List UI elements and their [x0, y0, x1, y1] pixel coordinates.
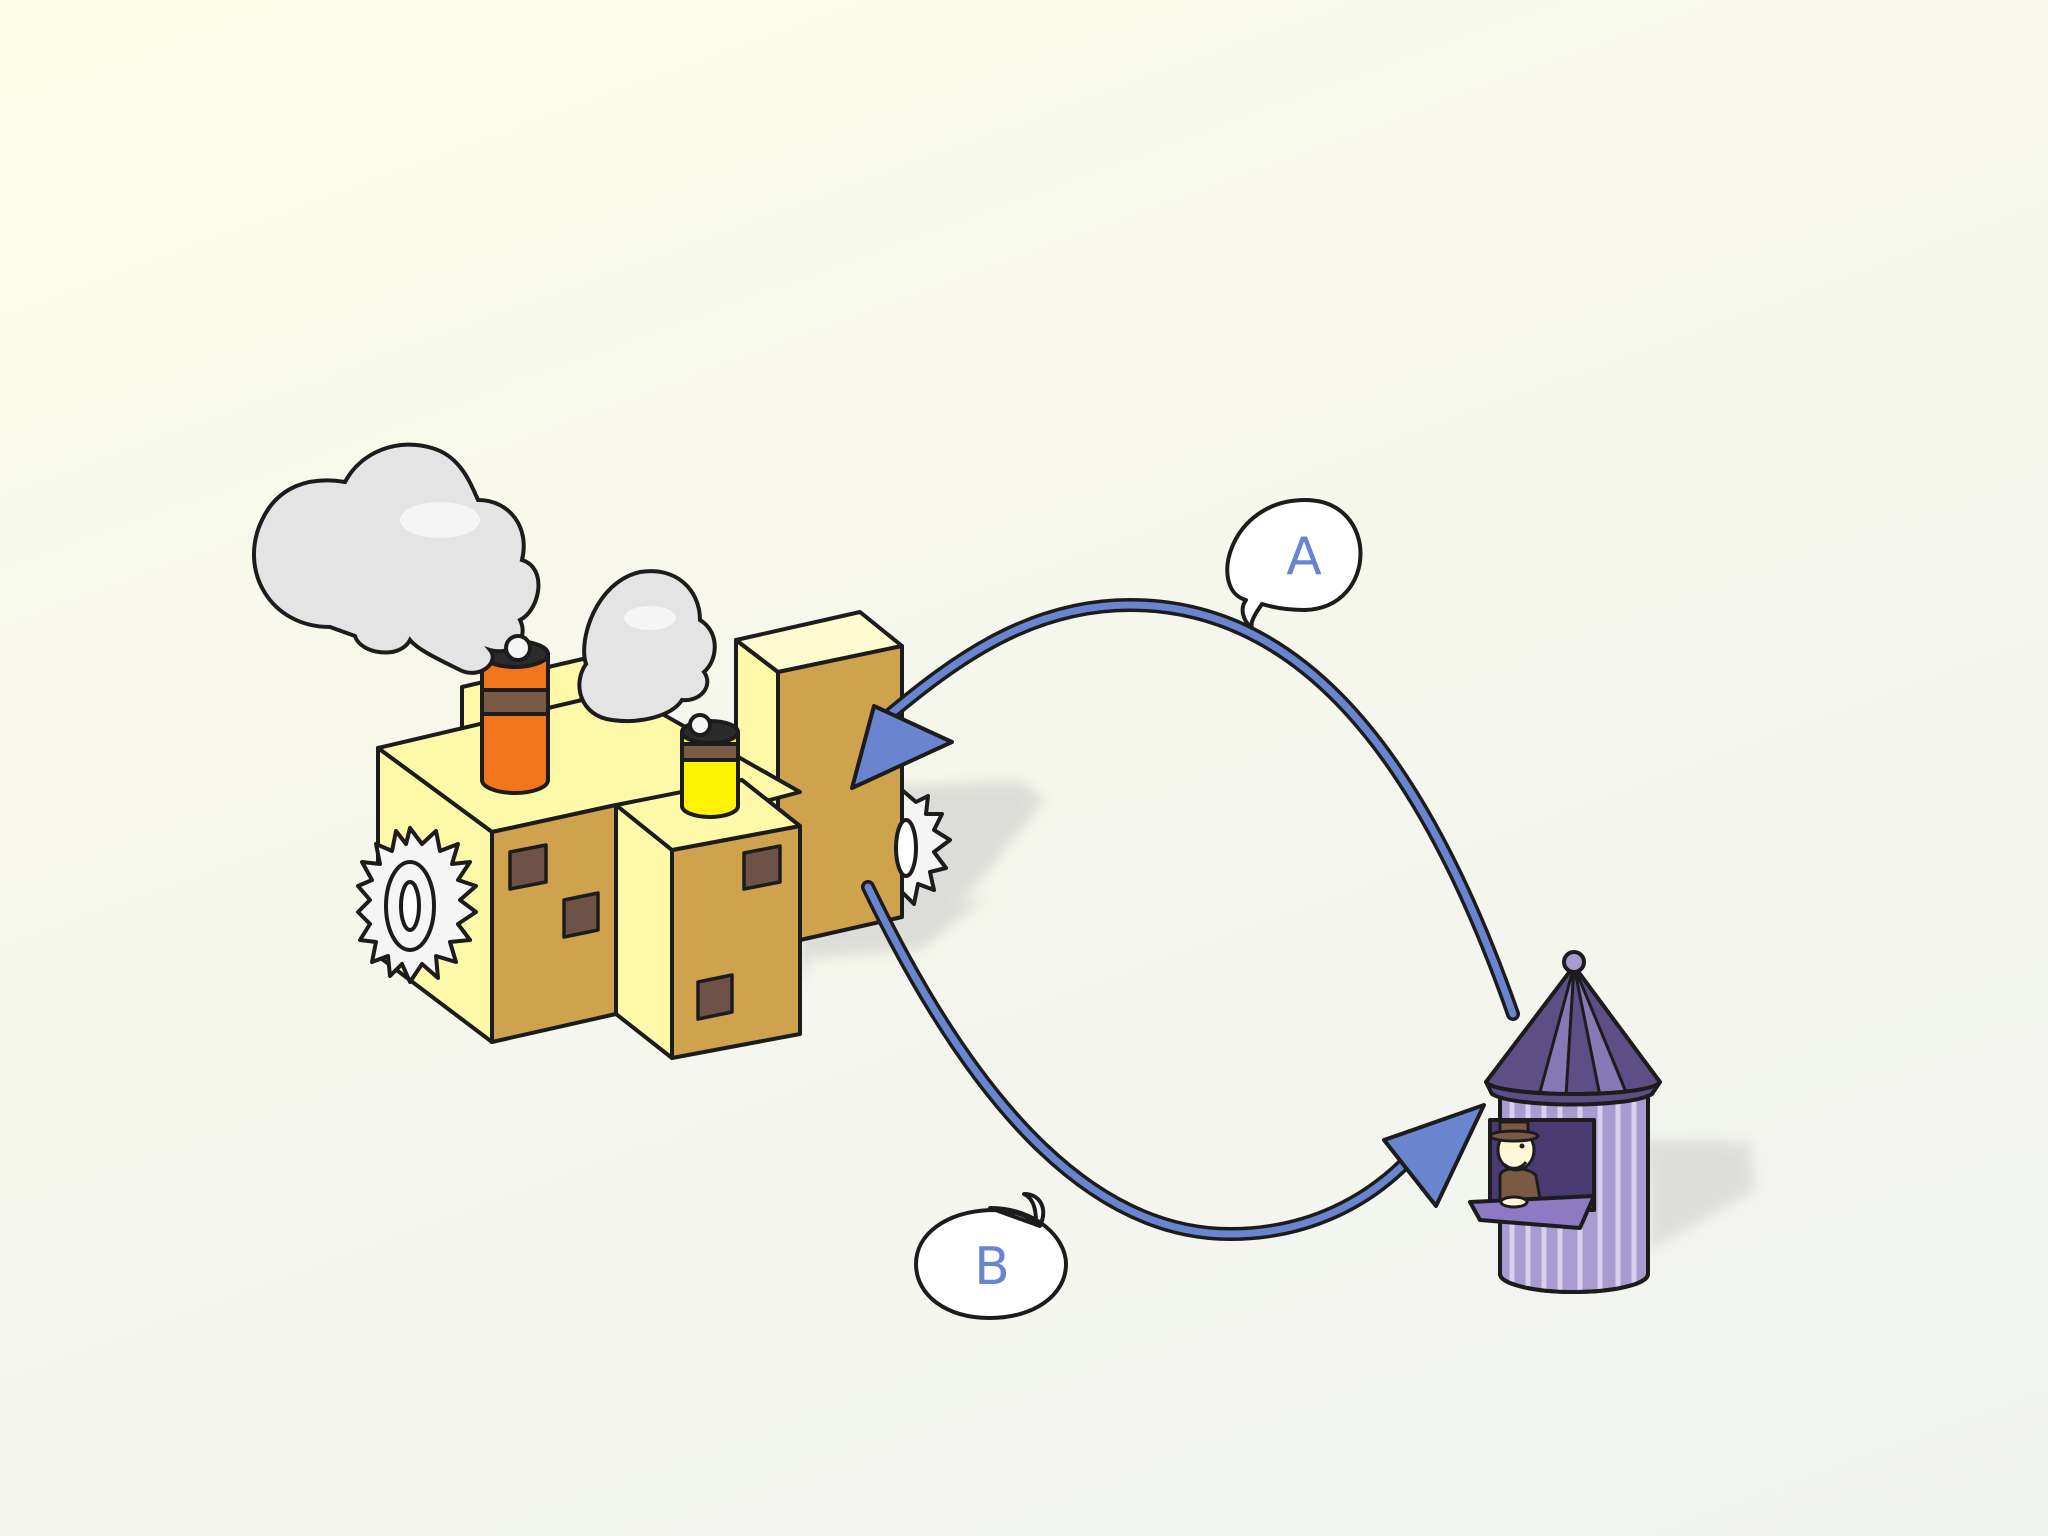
- factory-windows: [508, 843, 782, 1021]
- gear-icon: [356, 826, 478, 984]
- arrow-b-shaft: [864, 883, 1414, 1238]
- gear-icon-right: [894, 788, 952, 906]
- label-b: B: [974, 1237, 1010, 1297]
- factory-illustration: [356, 610, 952, 1060]
- smoke-cloud-small: [577, 569, 717, 737]
- kiosk-shadow: [1640, 1140, 1755, 1250]
- kiosk-finial: [1562, 950, 1586, 974]
- label-a: A: [1286, 527, 1322, 587]
- speech-bubble-a: A: [1225, 498, 1363, 630]
- kiosk-roof-rim: [1484, 1080, 1662, 1107]
- arrow-a-shaft: [884, 601, 1517, 1018]
- arrow-b-shaft-outline: [861, 880, 1417, 1242]
- kiosk-counter: [1468, 1194, 1596, 1230]
- arrow-a-head: [850, 704, 954, 790]
- arrow-a: [850, 597, 1520, 1021]
- speech-bubble-b: B: [914, 1192, 1068, 1320]
- arrow-b-head: [1382, 1103, 1486, 1208]
- kiosk-illustration: [1468, 950, 1662, 1294]
- counter-item: [1499, 1195, 1529, 1209]
- smoke-cloud-large: [252, 442, 541, 675]
- chimney-yellow: [680, 719, 740, 819]
- arrow-b: [861, 880, 1486, 1242]
